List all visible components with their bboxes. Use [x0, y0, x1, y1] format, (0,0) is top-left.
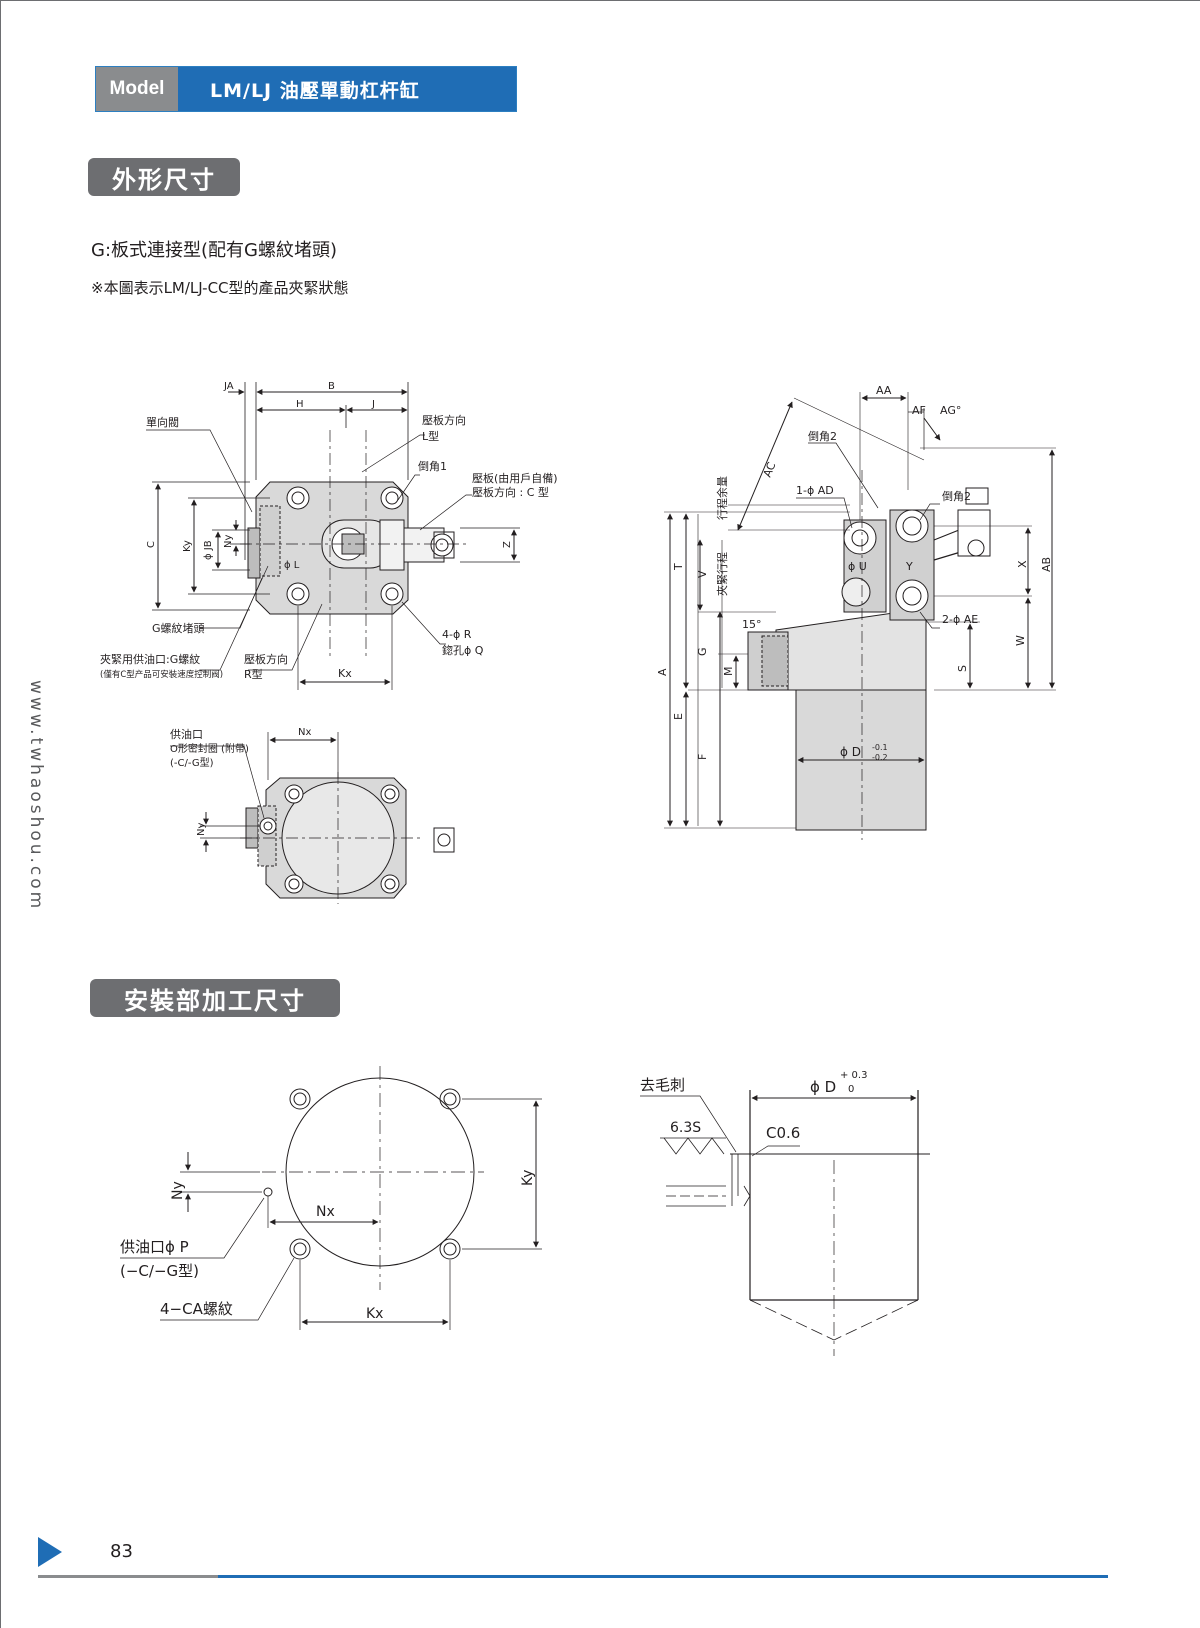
label-surface: 6.3S [670, 1120, 701, 1136]
label-bore-tol-low: 0 [848, 1084, 854, 1095]
label-bore-tol-up: + 0.3 [840, 1070, 867, 1081]
page-number: 83 [110, 1541, 133, 1562]
side-view-labels: AA AF AG° AC 倒角2 倒角2 1-ϕ AD 行程余量 夾緊行程 ϕ … [656, 384, 1053, 762]
bottom-view-labels: Nx 供油口 O形密封圈 (附帶) (-C/-G型) Ny [170, 727, 311, 836]
label-AB: AB [1040, 557, 1053, 572]
label-mount-Nx: Nx [316, 1204, 335, 1220]
website-text: www.twhaoshou.com [26, 680, 46, 912]
mount-right-labels: 去毛刺 ϕ D + 0.3 0 6.3S C0.6 [640, 1070, 867, 1142]
label-D: ϕ D [840, 745, 861, 759]
label-mount-supply: 供油口ϕ P [120, 1238, 189, 1256]
label-JA: JA [223, 381, 234, 392]
label-AC: AC [761, 460, 779, 479]
label-S: S [956, 665, 969, 672]
label-r-dir: 壓板方向 [244, 652, 288, 666]
label-Y: Y [905, 560, 913, 573]
label-mount-types: (−C/−G型) [120, 1262, 199, 1280]
label-D-tol-up: -0.1 [872, 743, 888, 752]
page-frame-top [0, 0, 1200, 1]
mount-bore-drawing [640, 1090, 930, 1356]
label-AF: AF [912, 404, 926, 417]
label-bore-D: ϕ D [810, 1078, 836, 1096]
label-mount-Kx: Kx [366, 1306, 383, 1322]
label-r-type: R型 [244, 667, 263, 681]
label-angle15: 15° [742, 618, 762, 631]
label-mount-thread: 4−CA螺紋 [160, 1300, 233, 1318]
label-T: T [672, 563, 685, 571]
label-plate-user: 壓板(由用戶自備) [472, 471, 558, 485]
label-Ny: Ny [223, 535, 234, 548]
label-stroke-margin: 行程余量 [715, 476, 729, 520]
label-W: W [1014, 635, 1027, 646]
label-AG: AG° [940, 404, 961, 417]
label-U: ϕ U [848, 560, 867, 573]
label-l-type: L型 [422, 429, 439, 443]
label-AA: AA [876, 384, 892, 397]
model-banner: Model LM/LJ 油壓單動杠杆缸 [95, 66, 517, 112]
label-Z: Z [502, 541, 513, 548]
label-B: B [328, 381, 335, 392]
model-label: Model [96, 67, 178, 111]
label-Ny-2: Ny [196, 823, 207, 836]
label-clamp-port-note: (僅有C型产品可安裝速度控制阀) [100, 669, 223, 680]
label-A: A [656, 668, 669, 676]
label-D-tol-low: -0.2 [872, 753, 888, 762]
label-X: X [1016, 560, 1029, 568]
side-view-drawing [664, 392, 1056, 840]
subtitle: G:板式連接型(配有G螺紋堵頭) [91, 240, 338, 261]
label-deburr: 去毛刺 [640, 1076, 685, 1094]
label-Nx: Nx [298, 727, 311, 738]
label-Ky: Ky [182, 540, 193, 552]
mount-left-labels: Ny Nx Ky Kx 供油口ϕ P (−C/−G型) 4−CA螺紋 [120, 1170, 536, 1322]
top-view-labels: JA B H J 單向閥 壓板方向 L型 倒角1 壓板(由用戶自備) 壓板方向 … [100, 381, 558, 681]
label-types: (-C/-G型) [170, 756, 214, 769]
label-supply: 供油口 [170, 727, 203, 741]
label-M: M [722, 667, 735, 677]
label-AD: 1-ϕ AD [796, 484, 834, 497]
label-F: F [696, 754, 709, 760]
label-JB: ϕ JB [203, 540, 214, 560]
label-G: G [696, 647, 709, 656]
label-hole-R: 4-ϕ R [442, 628, 472, 641]
label-chamfer2b: 倒角2 [942, 490, 971, 503]
label-C: C [146, 541, 157, 548]
label-plate-c: 壓板方向 : C 型 [472, 485, 549, 499]
label-chamfer1: 倒角1 [418, 460, 447, 473]
label-hole-Q: 鍃孔ϕ Q [442, 643, 484, 657]
label-H: H [296, 399, 304, 410]
label-AE: 2-ϕ AE [942, 613, 978, 626]
label-plate-dir: 壓板方向 [422, 413, 466, 427]
label-phiL: ϕ L [284, 560, 300, 571]
page-frame-left [0, 0, 1, 1628]
top-view-drawing [146, 382, 520, 690]
label-mount-Ky: Ky [520, 1170, 536, 1186]
label-Kx: Kx [338, 667, 352, 680]
label-J: J [371, 399, 375, 410]
section-title-mounting: 安裝部加工尺寸 [90, 979, 340, 1017]
label-V: V [696, 570, 709, 578]
model-title: LM/LJ 油壓單動杠杆缸 [178, 67, 516, 111]
bottom-view-drawing [170, 732, 455, 904]
label-g-plug: G螺紋堵頭 [152, 621, 205, 635]
label-clamp-port: 夾緊用供油口:G螺紋 [100, 652, 200, 666]
label-oring: O形密封圈 (附帶) [170, 742, 249, 755]
label-chamfer-c06: C0.6 [766, 1124, 800, 1142]
footer-divider-gray [38, 1575, 218, 1578]
page-arrow-icon [38, 1537, 62, 1567]
label-check-valve: 單向閥 [146, 415, 179, 429]
label-E: E [672, 713, 685, 720]
mount-hole-pattern-drawing [120, 1066, 542, 1330]
section-title-dimensions: 外形尺寸 [88, 158, 240, 196]
note: ※本圖表示LM/LJ-CC型的產品夾緊狀態 [91, 279, 349, 297]
footer-divider-blue [218, 1575, 1108, 1578]
label-clamp-stroke: 夾緊行程 [716, 552, 729, 596]
label-chamfer2a: 倒角2 [808, 430, 837, 443]
label-mount-Ny: Ny [170, 1181, 186, 1200]
